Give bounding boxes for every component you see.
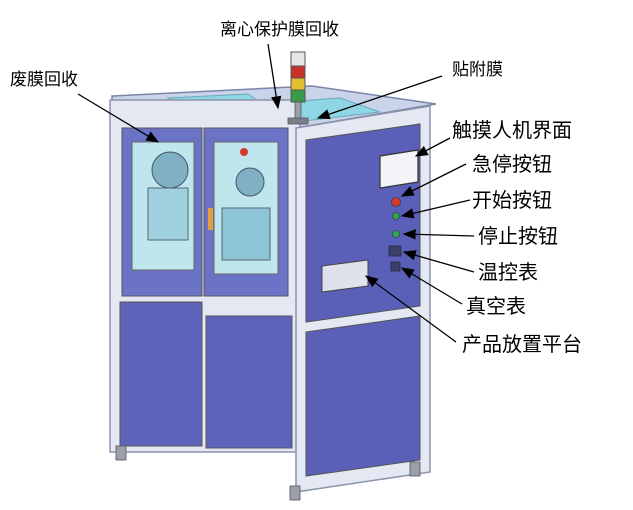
centrifugal-roller (235, 167, 265, 197)
callout-arrows (77, 43, 475, 343)
label-stop-button: 停止按钮 (478, 224, 558, 248)
start-button (392, 212, 400, 220)
vacuum-gauge (390, 261, 401, 272)
product-platform-slot (321, 259, 369, 293)
label-waste-film-recovery: 废膜回收 (10, 70, 78, 90)
film-roll-frame (147, 187, 189, 241)
door-indicator-red (240, 148, 248, 156)
foot-front-left (115, 445, 127, 461)
side-lower-panel (305, 315, 421, 477)
arrow-stop (402, 229, 475, 240)
foot-back-right (409, 461, 421, 477)
tower-base (287, 117, 309, 125)
emergency-stop-button (391, 197, 401, 207)
foot-front-right (289, 485, 301, 501)
arrow-waste-film (77, 93, 160, 143)
lower-door-left (119, 301, 203, 447)
label-product-platform: 产品放置平台 (462, 332, 582, 356)
arrow-temperature (402, 250, 475, 273)
arrow-platform (364, 275, 457, 343)
hmi-screen (379, 149, 419, 189)
tower-segment-red (290, 65, 306, 79)
arrow-emergency-stop (400, 163, 467, 197)
label-temperature-controller: 温控表 (478, 260, 538, 284)
temperature-controller (388, 245, 402, 257)
signal-tower (287, 51, 309, 125)
arrow-start (400, 199, 471, 219)
label-vacuum-gauge: 真空表 (466, 294, 526, 318)
inner-mechanism (221, 207, 271, 261)
stop-button (392, 230, 400, 238)
tower-segment-green (290, 89, 306, 103)
arrow-centrifugal (267, 43, 282, 110)
waste-film-roller (151, 151, 189, 189)
arrow-attach-film (316, 75, 443, 120)
tower-segment-top (290, 51, 306, 67)
label-start-button: 开始按钮 (472, 188, 552, 212)
tower-pole (294, 101, 302, 121)
label-centrifugal-film-recovery: 离心保护膜回收 (220, 20, 339, 40)
label-touch-hmi: 触摸人机界面 (452, 118, 572, 142)
arrow-vacuum (400, 267, 463, 305)
lower-door-right (205, 315, 293, 449)
machine (109, 51, 437, 501)
door-handle (208, 208, 213, 230)
label-attach-film: 贴附膜 (452, 60, 503, 80)
tower-segment-yellow (290, 77, 306, 91)
arrow-hmi (414, 137, 451, 157)
label-emergency-stop: 急停按钮 (472, 152, 552, 176)
